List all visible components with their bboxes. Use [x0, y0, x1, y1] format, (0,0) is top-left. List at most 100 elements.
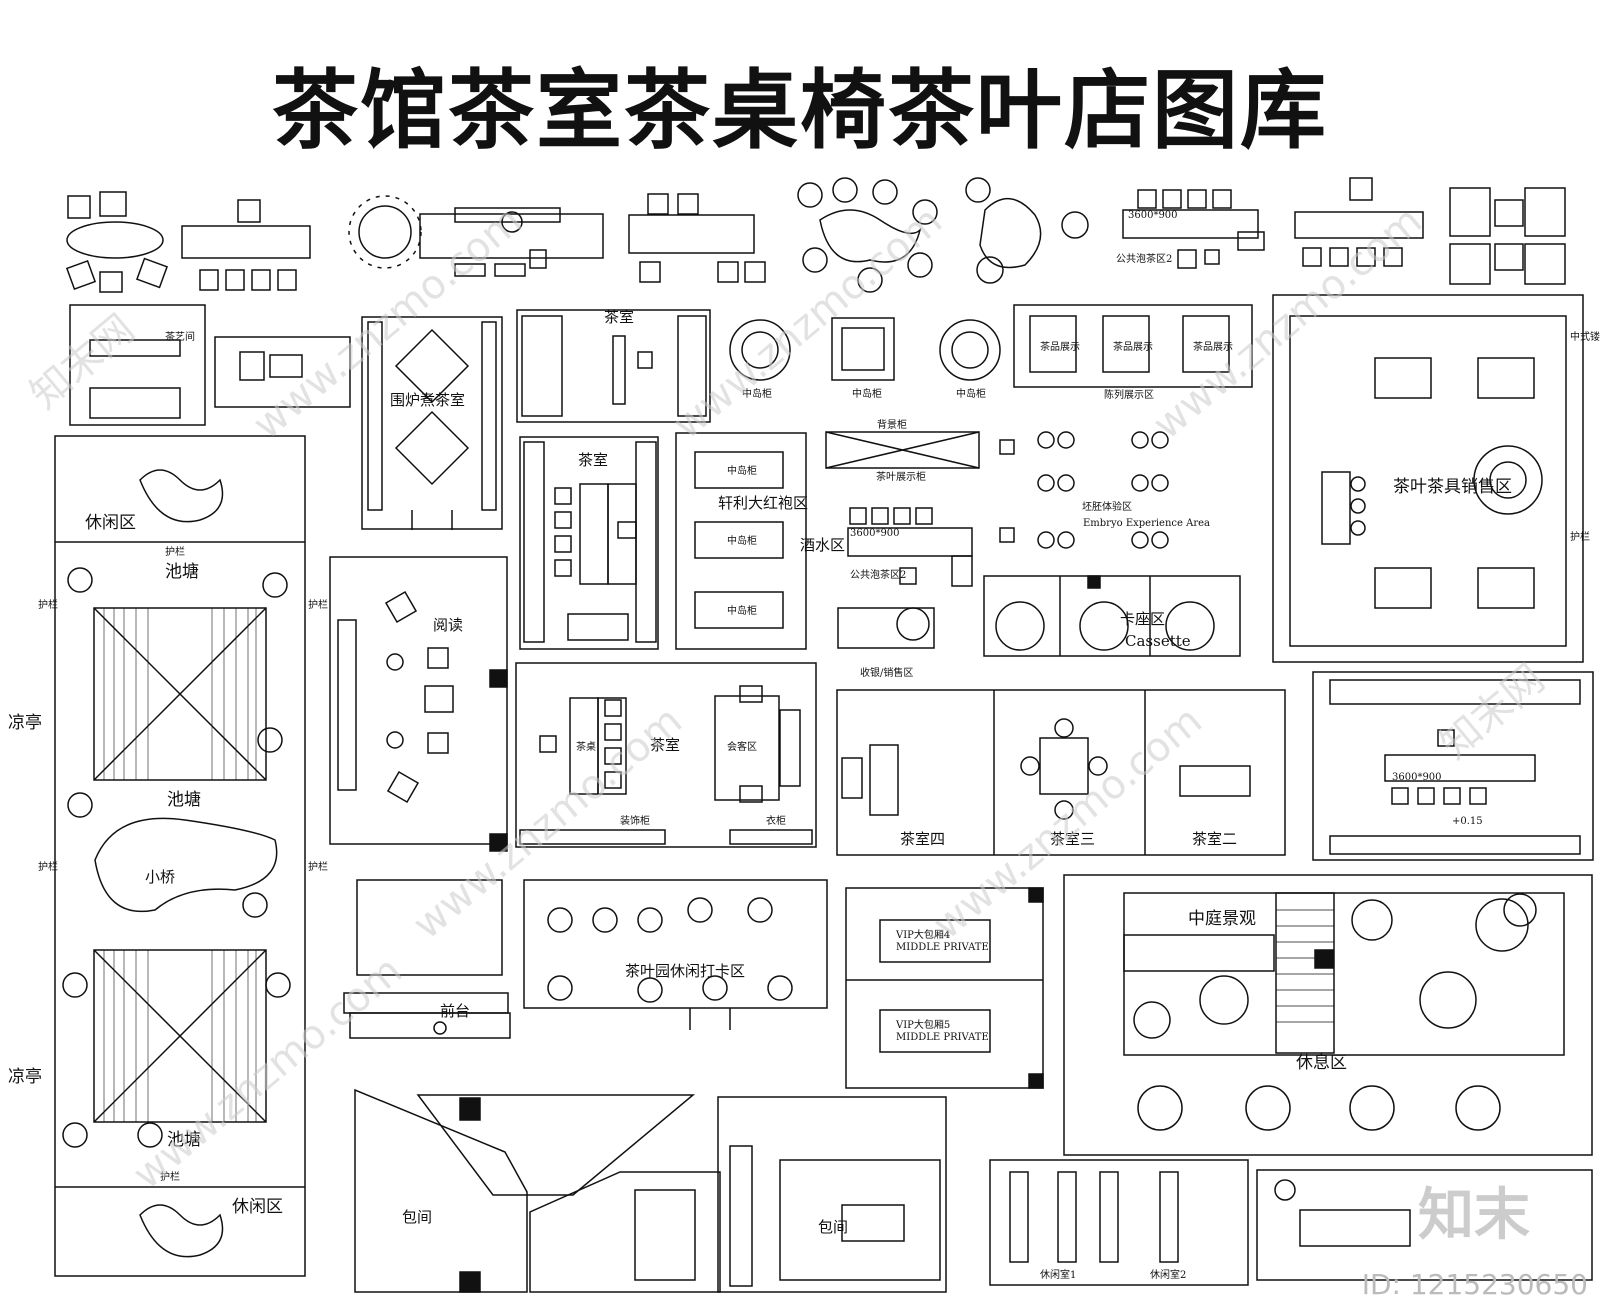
label-cassette: 卡座区: [1120, 610, 1165, 628]
courtyard-rest: [1063, 874, 1593, 1156]
label-rail-3: 护栏: [38, 860, 58, 873]
label-rest: 休息区: [1296, 1053, 1347, 1073]
label-rail-5: 护栏: [160, 1170, 180, 1183]
display-area: [1013, 304, 1253, 388]
label-tearoom-main: 茶室: [650, 736, 680, 754]
label-side-note: 茶艺间: [165, 330, 195, 343]
label-leisure-room2: 休闲室2: [1150, 1268, 1186, 1281]
label-mp5: MIDDLE PRIVATE: [896, 1032, 989, 1043]
label-tea-cabinet: 茶叶展示柜: [876, 470, 926, 483]
label-small-bridge: 小桥: [145, 868, 175, 886]
label-island-3: 中岛柜: [956, 387, 986, 400]
furniture-set-6: [1294, 177, 1566, 285]
label-tea-room-top: 茶室: [604, 308, 634, 326]
label-leisure-room1: 休闲室1: [1040, 1268, 1076, 1281]
furniture-set-4: [797, 177, 1089, 293]
label-pond-3: 池塘: [167, 1130, 201, 1150]
label-mp4: MIDDLE PRIVATE: [896, 942, 989, 953]
label-pavilion-2: 凉亭: [8, 1067, 42, 1087]
label-tea-room-cab: 茶室: [578, 451, 608, 469]
label-leisure-top: 休闲区: [85, 513, 136, 533]
bottom-right-room: [1256, 1169, 1593, 1281]
label-rail-right: 护栏: [1570, 530, 1590, 543]
label-courtyard: 中庭景观: [1188, 909, 1256, 929]
label-decor-cabinet: 装饰柜: [620, 814, 650, 827]
label-tea-area2-1: 公共泡茶区2: [850, 568, 906, 581]
label-island-c: 中岛柜: [727, 604, 757, 617]
label-room4: 茶室四: [900, 830, 945, 848]
label-room3: 茶室三: [1050, 830, 1095, 848]
label-reading: 阅读: [433, 616, 463, 634]
label-dim-top: 3600*900: [1128, 210, 1178, 221]
label-pond-2: 池塘: [167, 790, 201, 810]
reception-counter-right: [1312, 671, 1594, 861]
cassette-area: [983, 575, 1241, 657]
label-island-b: 中岛柜: [727, 534, 757, 547]
leisure-rooms: [989, 1159, 1249, 1286]
vip-rooms: [845, 887, 1044, 1089]
tea-rooms-234: [836, 689, 1286, 856]
footer-logo: 知末: [1418, 1183, 1530, 1248]
label-plus: +0.15: [1452, 816, 1483, 827]
label-rail-2: 护栏: [308, 598, 328, 611]
label-cassette-en: Cassette: [1125, 632, 1191, 650]
label-vip4: VIP大包厢4: [895, 928, 950, 941]
label-tea-product-1: 茶品展示: [1040, 340, 1080, 353]
tea-room-main: [515, 662, 817, 848]
tea-area-2: [837, 507, 973, 649]
page-title: 茶馆茶室茶桌椅茶叶店图库: [272, 61, 1328, 161]
label-room2: 茶室二: [1192, 830, 1237, 848]
tea-room-with-cabinets: [519, 436, 659, 650]
label-stove-room: 围炉煮茶室: [390, 391, 465, 409]
furniture-set-5: [1122, 189, 1265, 269]
label-cashier: 收银/销售区: [860, 666, 913, 679]
baojian-area: [354, 1088, 947, 1293]
island-cabinets: [729, 317, 1001, 381]
furniture-set-1: [65, 191, 311, 293]
label-pavilion-1: 凉亭: [8, 713, 42, 733]
label-tea-product-3: 茶品展示: [1193, 340, 1233, 353]
label-rail-1: 护栏: [38, 598, 58, 611]
label-baojian-1: 包间: [402, 1208, 432, 1226]
footer-id: ID: 1215230650: [1361, 1268, 1588, 1301]
label-island-1: 中岛柜: [742, 387, 772, 400]
label-garden: 茶叶园休闲打卡区: [625, 962, 745, 980]
label-teaset: 茶叶茶具销售区: [1393, 477, 1512, 497]
label-rail-6: 护栏: [165, 545, 185, 558]
label-background-cabinet: 背景柜: [877, 418, 907, 431]
label-pond-1: 池塘: [165, 562, 199, 582]
reading-room: [329, 556, 508, 852]
hongpao-area: [675, 432, 807, 650]
label-partition: 中式镂空隔断: [1570, 330, 1600, 343]
label-display-area: 陈列展示区: [1104, 388, 1154, 401]
tea-display-room: [516, 309, 711, 423]
label-meeting: 会客区: [727, 740, 757, 753]
garden-checkin: [523, 879, 828, 1030]
furniture-set-3: [628, 193, 766, 283]
furniture-set-2: [348, 195, 604, 277]
reception-area: [343, 879, 511, 1039]
label-tea-area2-top: 公共泡茶区2: [1116, 252, 1172, 265]
label-tea-table: 茶桌: [576, 740, 596, 753]
label-reception: 前台: [440, 1002, 470, 1020]
label-vip5: VIP大包厢5: [895, 1018, 950, 1031]
label-rail-4: 护栏: [308, 860, 328, 873]
courtyard-plan: [54, 304, 351, 1277]
label-dim-1: 3600*900: [850, 528, 900, 539]
label-hongpao: 轩利大红袍区: [718, 494, 808, 512]
label-dim-right: 3600*900: [1392, 772, 1442, 783]
label-baojian-2: 包间: [818, 1218, 848, 1236]
label-embryo: 坯胚体验区: [1082, 500, 1132, 513]
stove-tea-room: [361, 316, 503, 530]
label-tea-product-2: 茶品展示: [1113, 340, 1153, 353]
label-bar: 酒水区: [800, 536, 845, 554]
label-leisure-bottom: 休闲区: [232, 1197, 283, 1217]
tea-display-cabinet-long: [825, 431, 980, 469]
label-island-2: 中岛柜: [852, 387, 882, 400]
embryo-experience: [999, 431, 1169, 549]
label-wardrobe: 衣柜: [766, 814, 786, 827]
label-embryo-en: Embryo Experience Area: [1083, 518, 1210, 529]
